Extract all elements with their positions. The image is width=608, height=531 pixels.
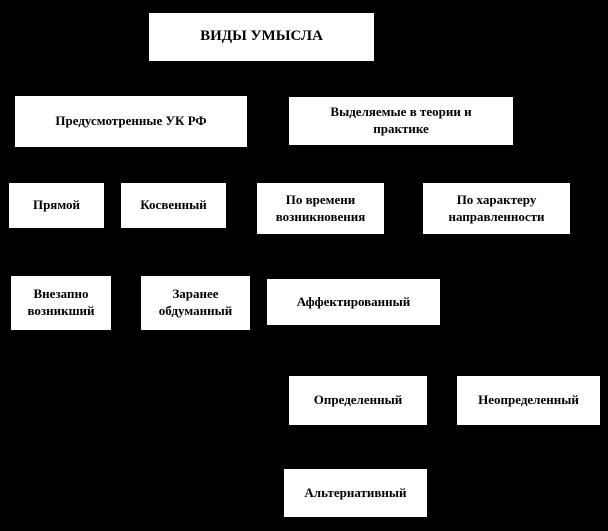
node-determined: Определенный [288, 375, 428, 426]
node-alternative: Альтернативный [283, 468, 428, 518]
node-by-character-of-direction: По характеру направленности [422, 182, 571, 235]
node-provided-by-criminal-code: Предусмотренные УК РФ [14, 95, 248, 148]
node-direct-intent: Прямой [8, 182, 105, 229]
node-indirect-intent: Косвенный [120, 182, 227, 229]
node-suddenly-arisen: Внезапно возникший [10, 275, 112, 331]
node-types-of-intent-title: ВИДЫ УМЫСЛА [148, 12, 375, 62]
node-premeditated: Заранее обдуманный [140, 275, 251, 331]
node-undetermined: Неопределенный [456, 375, 601, 426]
node-identified-in-theory-and-practice: Выделяемые в теории и практике [288, 96, 514, 146]
node-by-time-of-origin: По времени возникновения [256, 182, 385, 235]
node-affected: Аффектированный [266, 278, 441, 326]
